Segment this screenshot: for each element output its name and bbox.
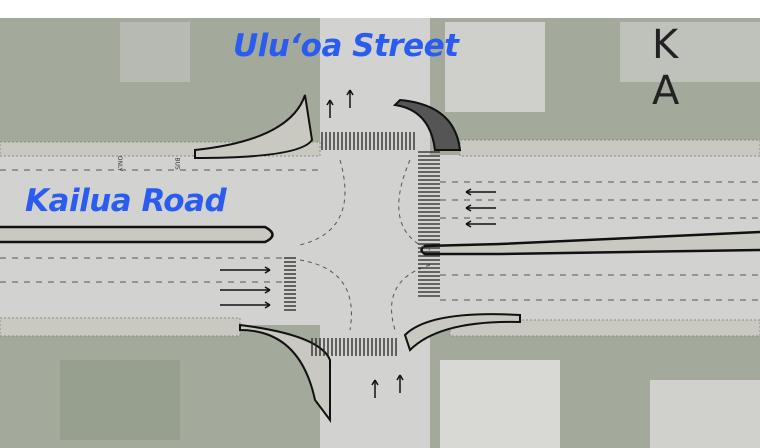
left-arrow-icon <box>465 220 472 225</box>
lane-arrow-icon <box>371 379 376 386</box>
pavement-marking-only: ONLY <box>116 155 124 172</box>
corner-island-se <box>403 313 521 352</box>
header-strip <box>0 0 760 18</box>
right-arrow-icon <box>264 286 271 291</box>
median-west <box>0 225 274 244</box>
building <box>440 360 560 448</box>
corner-island-sw <box>239 323 331 423</box>
right-arrow-icon <box>264 266 271 271</box>
lane-lines <box>0 169 760 301</box>
left-arrow-icon <box>465 207 472 212</box>
median-east <box>420 230 760 256</box>
right-arrow-icon <box>264 304 271 309</box>
crosswalks <box>284 132 440 356</box>
right-arrow-icon <box>264 269 271 274</box>
lane-arrow-icon <box>326 99 331 106</box>
right-arrow-icon <box>264 301 271 306</box>
building <box>650 380 760 448</box>
building <box>120 22 190 82</box>
left-arrow-icon <box>465 204 472 209</box>
lane-arrow-icon <box>329 99 334 106</box>
plan-title-partial: K A <box>652 22 710 114</box>
kailua-road-label: Kailua Road <box>25 183 227 219</box>
building <box>445 22 545 112</box>
vegetation <box>60 360 180 440</box>
corner-island-nw <box>194 94 314 160</box>
sidewalk-south-west <box>0 317 241 337</box>
left-arrow-icon <box>465 223 472 228</box>
lane-arrow-icon <box>346 89 351 96</box>
uluoa-street-label: Ulu‘oa Street <box>233 28 459 64</box>
lane-arrows <box>220 89 496 398</box>
uluoa-street-pavement <box>320 18 430 448</box>
left-arrow-icon <box>465 188 472 193</box>
corner-island-ne <box>392 98 462 151</box>
lane-arrow-icon <box>399 374 404 381</box>
left-arrow-icon <box>465 191 472 196</box>
right-arrow-icon <box>264 289 271 294</box>
building <box>620 22 760 82</box>
lane-arrow-icon <box>396 374 401 381</box>
lane-arrow-icon <box>349 89 354 96</box>
lane-arrow-icon <box>374 379 379 386</box>
pavement-marking-bus: BUS <box>173 157 181 170</box>
sidewalk-north-east <box>459 139 760 157</box>
